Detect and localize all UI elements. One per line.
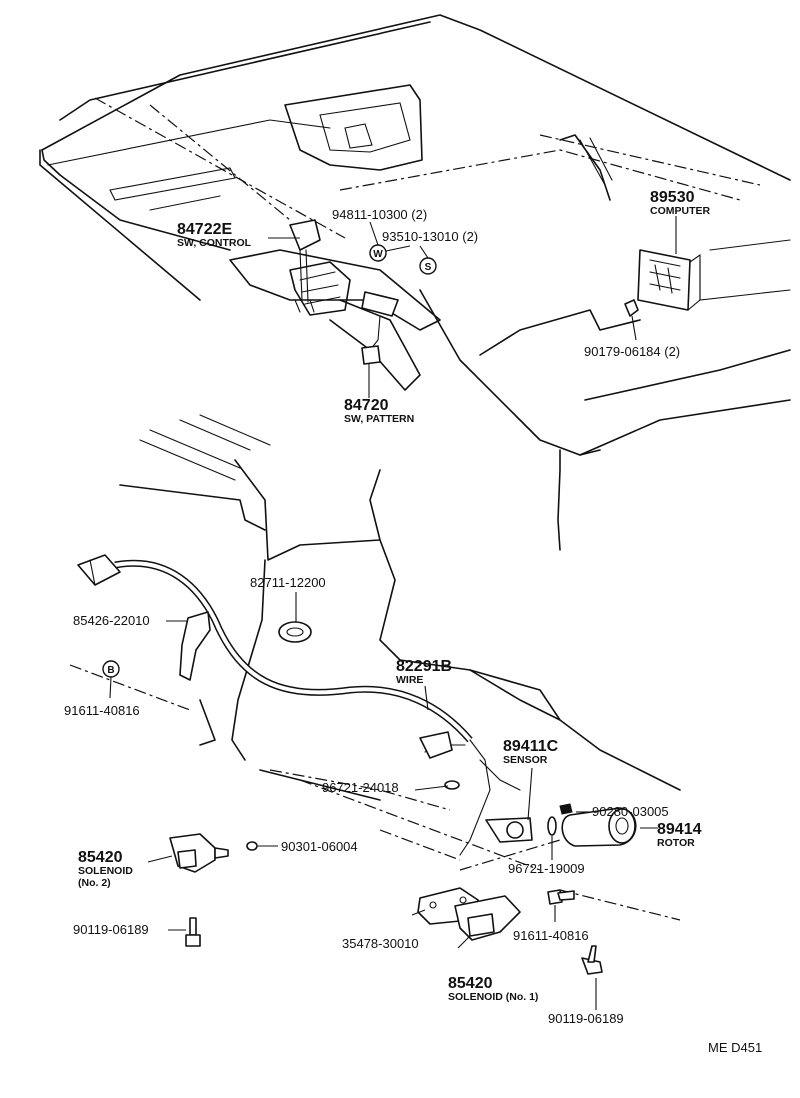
- callout-bolt-91611-right: 91611-40816: [513, 928, 589, 943]
- part-number: 84722E: [177, 221, 232, 238]
- part-description: SW, PATTERN: [344, 413, 414, 425]
- pattern-switch: [361, 291, 399, 317]
- callout-wire: 82291B WIRE: [396, 658, 452, 686]
- callout-nut-93510: 93510-13010 (2): [382, 229, 478, 244]
- part-description: WIRE: [396, 674, 423, 686]
- callout-sw-control: 84722E SW, CONTROL: [177, 221, 252, 249]
- part-number: 89414: [657, 821, 702, 838]
- part-number: 94811-10300 (2): [332, 207, 427, 222]
- part-number: 90301-06004: [281, 839, 358, 854]
- diagram-code: ME D451: [708, 1040, 762, 1055]
- svg-text:B: B: [107, 665, 114, 676]
- callout-computer: 89530 COMPUTER: [650, 189, 711, 217]
- transmission-illustration: [69, 414, 681, 975]
- part-description: SW, CONTROL: [177, 237, 252, 249]
- part-number: 90280-03005: [592, 804, 669, 819]
- symbol-s: S: [419, 257, 437, 275]
- callout-bolt-91611-left: 91611-40816: [64, 703, 140, 718]
- part-description: COMPUTER: [650, 205, 711, 217]
- callout-solenoid-no2: 85420 SOLENOID (No. 2): [78, 849, 133, 889]
- part-number: 89411C: [503, 738, 559, 755]
- callout-cover-35478: 35478-30010: [342, 936, 419, 951]
- part-description: SOLENOID: [78, 865, 133, 877]
- callout-sw-pattern: 84720 SW, PATTERN: [344, 397, 414, 425]
- symbol-b: B: [102, 660, 120, 678]
- callout-bolt-90119-left: 90119-06189: [73, 922, 149, 937]
- screw-90179: [624, 299, 639, 317]
- computer-box: [637, 249, 691, 311]
- callout-solenoid-no1: 85420 SOLENOID (No. 1): [448, 975, 538, 1003]
- control-switch: [289, 219, 321, 251]
- svg-text:W: W: [373, 249, 383, 260]
- leader-lines: [109, 216, 677, 1010]
- part-number: 85426-22010: [73, 613, 150, 628]
- part-number: 96721-24018: [322, 780, 399, 795]
- part-number: 82291B: [396, 658, 452, 675]
- part-number: 35478-30010: [342, 936, 419, 951]
- part-number: 89530: [650, 189, 695, 206]
- part-description: SOLENOID (No. 1): [448, 991, 538, 1003]
- cabin-illustration: [39, 14, 791, 551]
- connector: [77, 554, 121, 586]
- callout-clamp-82711: 82711-12200: [250, 575, 326, 590]
- callout-screw-90179: 90179-06184 (2): [584, 344, 680, 359]
- callout-sensor: 89411C SENSOR: [503, 738, 559, 766]
- callout-oring-90301: 90301-06004: [281, 839, 358, 854]
- part-number: 91611-40816: [64, 703, 140, 718]
- callout-bolt-94811: 94811-10300 (2): [332, 207, 427, 222]
- callout-rotor: 89414 ROTOR: [657, 821, 702, 849]
- part-number: 96721-19009: [508, 861, 585, 876]
- part-number: 91611-40816: [513, 928, 589, 943]
- part-description: ROTOR: [657, 837, 695, 849]
- part-number: 90119-06189: [73, 922, 149, 937]
- part-number: 84720: [344, 397, 389, 414]
- part-number: 90179-06184 (2): [584, 344, 680, 359]
- callout-oring-96721-19009: 96721-19009: [508, 861, 585, 876]
- part-description-line2: (No. 2): [78, 877, 111, 889]
- symbol-w: W: [369, 244, 387, 262]
- svg-text:S: S: [425, 262, 432, 273]
- part-number: 90119-06189: [548, 1011, 624, 1026]
- callout-oring-96721-24018: 96721-24018: [322, 780, 399, 795]
- callout-clip-90280: 90280-03005: [592, 804, 669, 819]
- part-description: SENSOR: [503, 754, 548, 766]
- callout-bolt-90119-right: 90119-06189: [548, 1011, 624, 1026]
- part-number: 85420: [448, 975, 493, 992]
- part-number: 85420: [78, 849, 123, 866]
- callout-bracket-85426: 85426-22010: [73, 613, 150, 628]
- clamp-82711: [278, 621, 312, 643]
- bracket-85426: [179, 611, 211, 681]
- part-number: 93510-13010 (2): [382, 229, 478, 244]
- part-number: 82711-12200: [250, 575, 326, 590]
